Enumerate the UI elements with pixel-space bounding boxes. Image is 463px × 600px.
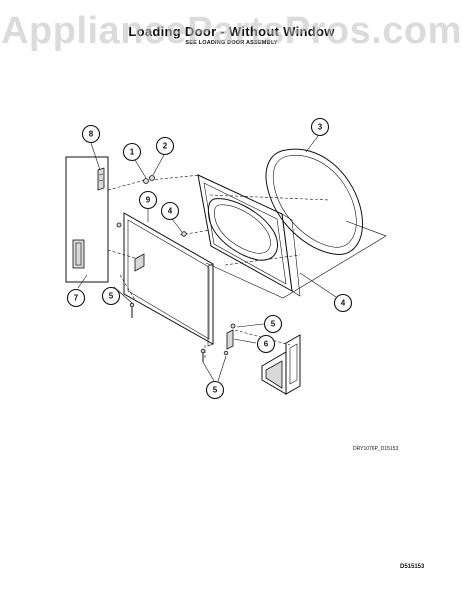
handle-panel-bracket — [65, 156, 109, 283]
callout-7: 7 — [66, 288, 86, 308]
latch-bracket — [261, 334, 301, 395]
document-code: D515153 — [400, 564, 425, 570]
svg-text:4: 4 — [168, 207, 173, 216]
svg-text:9: 9 — [146, 196, 151, 205]
svg-text:5: 5 — [213, 386, 218, 395]
diagram-subtitle: SEE LOADING DOOR ASSEMBLY — [185, 40, 278, 46]
drawing-code: DRY1076P_D15153 — [353, 446, 399, 452]
callout-6: 6 — [256, 334, 276, 354]
svg-text:7: 7 — [74, 294, 79, 303]
svg-text:4: 4 — [341, 299, 346, 308]
base-plane-outline — [205, 220, 387, 299]
callout-8: 8 — [81, 124, 101, 144]
svg-text:8: 8 — [89, 130, 94, 139]
callout-3: 3 — [310, 117, 330, 137]
svg-text:2: 2 — [163, 142, 168, 151]
callout-5-bottom: 5 — [205, 380, 225, 400]
callout-1: 1 — [122, 142, 142, 162]
hardware-screws — [116, 175, 236, 362]
diagram-title: Loading Door - Without Window — [128, 24, 335, 39]
door-gasket — [265, 148, 363, 255]
loading-door-panel — [123, 212, 214, 347]
svg-text:1: 1 — [130, 148, 135, 157]
callout-4: 4 — [333, 293, 353, 313]
latch-strike — [226, 329, 234, 350]
callout-5-left: 5 — [101, 286, 121, 306]
svg-text:3: 3 — [318, 123, 323, 132]
callout-9: 9 — [138, 190, 158, 210]
callout-5-right: 5 — [263, 314, 283, 334]
svg-text:5: 5 — [271, 320, 276, 329]
svg-text:6: 6 — [264, 340, 269, 349]
callout-5-upper: 4 — [160, 201, 180, 221]
callout-2: 2 — [155, 136, 175, 156]
svg-text:5: 5 — [109, 292, 114, 301]
